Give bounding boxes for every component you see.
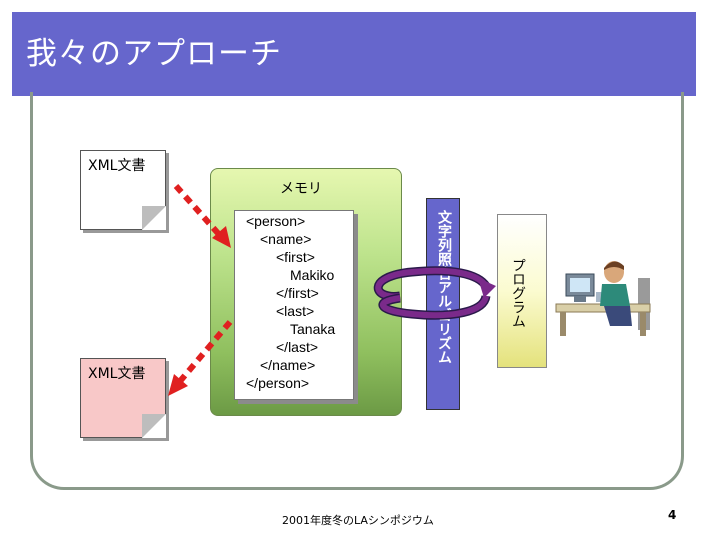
load-arrow	[173, 184, 231, 248]
program-box	[497, 214, 547, 368]
memory-label: メモリ	[280, 181, 322, 197]
xml-line: <name>	[260, 231, 312, 247]
xml-line: Tanaka	[290, 321, 336, 337]
matching-loop-arrow	[373, 266, 496, 320]
algorithm-bar	[426, 198, 460, 410]
xml-line: </name>	[260, 357, 316, 373]
folded-corner-icon	[142, 206, 166, 230]
algorithm-label: 文字列照合アルゴリズム	[436, 210, 452, 364]
xml-content-box	[234, 210, 354, 400]
xml-document-top: XML文書	[80, 150, 166, 230]
xml-line: <first>	[276, 249, 315, 265]
xml-document-label: XML文書	[88, 366, 146, 382]
title-divider	[12, 96, 638, 100]
xml-document-bottom: XML文書	[80, 358, 166, 438]
user-at-computer-icon	[555, 261, 651, 336]
xml-line: <person>	[246, 213, 306, 229]
output-arrow	[168, 320, 233, 396]
content-frame	[30, 92, 684, 490]
title-bar	[12, 12, 696, 96]
xml-document-label: XML文書	[88, 158, 146, 174]
program-label: プログラム	[510, 258, 526, 328]
xml-line: </first>	[276, 285, 319, 301]
xml-line: Makiko	[290, 267, 335, 283]
xml-line: <last>	[276, 303, 315, 319]
xml-line: </last>	[276, 339, 319, 355]
slide-footer: 2001年度冬のLAシンポジウム	[282, 514, 434, 527]
folded-corner-icon	[142, 414, 166, 438]
xml-line: </person>	[246, 375, 310, 391]
slide-title: 我々のアプローチ	[26, 36, 282, 72]
page-number: 4	[668, 508, 677, 522]
